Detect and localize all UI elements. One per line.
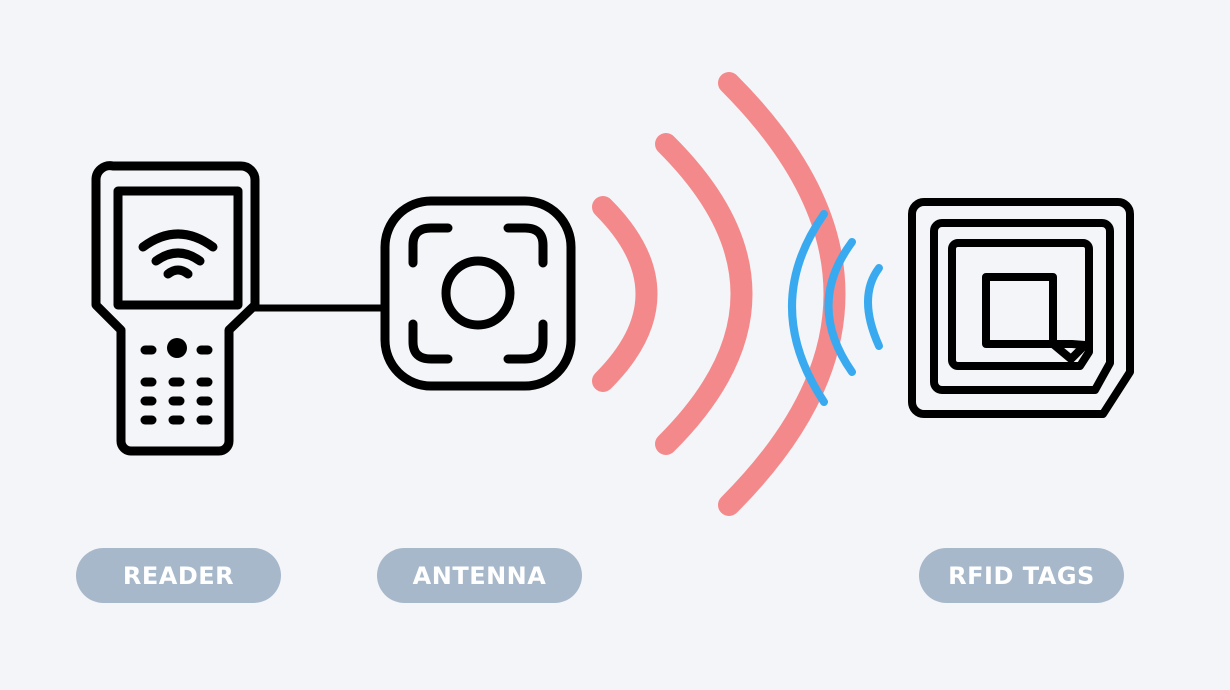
- blue-wave-3: [788, 210, 828, 406]
- red-wave-1: [592, 196, 658, 392]
- tag-waves: [788, 210, 883, 406]
- blue-wave-1: [864, 264, 883, 350]
- red-wave-3: [718, 72, 846, 516]
- reader-center-button: [167, 338, 187, 358]
- red-wave-2: [655, 133, 753, 455]
- rfid-tag-icon: [908, 198, 1134, 418]
- antenna-label: ANTENNA: [377, 548, 582, 603]
- handheld-reader-icon: [91, 161, 260, 456]
- blue-wave-2: [824, 238, 856, 376]
- antenna-icon: [380, 196, 576, 391]
- reader-waves: [592, 72, 846, 516]
- reader-label: READER: [76, 548, 281, 603]
- rfid-tags-label: RFID TAGS: [919, 548, 1124, 603]
- wifi-icon: [138, 229, 218, 252]
